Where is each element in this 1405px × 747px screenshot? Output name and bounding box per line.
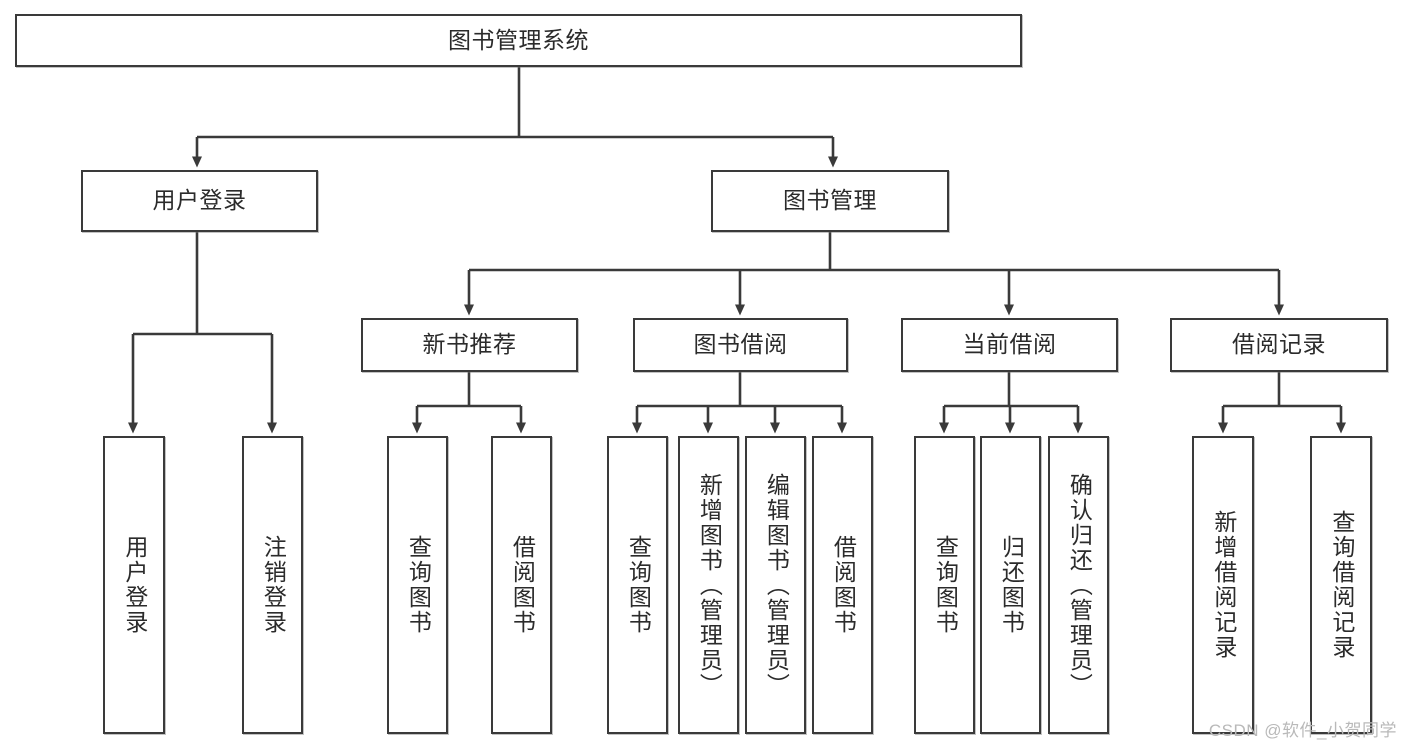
node-leaf-cur-confirm-return-label: 确认归还（管理员） [1066, 472, 1093, 698]
node-book-borrow-label: 图书借阅 [693, 331, 788, 358]
node-leaf-borrow-edit-book[interactable]: 编辑图书（管理员） [745, 436, 806, 734]
node-leaf-borrow-borrow-book[interactable]: 借阅图书 [812, 436, 873, 734]
node-leaf-cur-confirm-return[interactable]: 确认归还（管理员） [1048, 436, 1109, 734]
node-borrow-record[interactable]: 借阅记录 [1170, 318, 1388, 372]
node-leaf-borrow-borrow-book-label: 借阅图书 [830, 535, 857, 635]
node-leaf-user-logout-label: 注销登录 [260, 535, 287, 635]
node-leaf-rec-query-book[interactable]: 查询图书 [387, 436, 448, 734]
node-leaf-rec-add-record[interactable]: 新增借阅记录 [1192, 436, 1254, 734]
node-leaf-user-login[interactable]: 用户登录 [103, 436, 165, 734]
node-leaf-borrow-add-book-label: 新增图书（管理员） [696, 472, 723, 698]
node-new-book-rec-label: 新书推荐 [422, 331, 517, 358]
node-borrow-record-label: 借阅记录 [1232, 331, 1326, 358]
node-book-manage[interactable]: 图书管理 [711, 170, 949, 232]
node-root[interactable]: 图书管理系统 [15, 14, 1022, 67]
node-leaf-rec-query-record[interactable]: 查询借阅记录 [1310, 436, 1372, 734]
node-leaf-user-login-label: 用户登录 [121, 535, 148, 635]
node-root-label: 图书管理系统 [448, 26, 589, 53]
node-book-borrow[interactable]: 图书借阅 [633, 318, 848, 372]
node-leaf-borrow-query-book-label: 查询图书 [625, 535, 652, 635]
node-leaf-rec-query-record-label: 查询借阅记录 [1328, 510, 1355, 660]
node-leaf-cur-return-book-label: 归还图书 [998, 535, 1025, 635]
node-book-manage-label: 图书管理 [783, 187, 877, 214]
node-user-login[interactable]: 用户登录 [81, 170, 318, 232]
node-leaf-borrow-add-book[interactable]: 新增图书（管理员） [678, 436, 739, 734]
node-leaf-cur-query-book[interactable]: 查询图书 [914, 436, 975, 734]
node-leaf-user-logout[interactable]: 注销登录 [242, 436, 303, 734]
watermark-text: CSDN @软件_小贺同学 [1208, 721, 1397, 740]
node-current-borrow[interactable]: 当前借阅 [901, 318, 1118, 372]
node-current-borrow-label: 当前借阅 [962, 331, 1057, 358]
node-leaf-rec-borrow-book[interactable]: 借阅图书 [491, 436, 552, 734]
node-leaf-cur-return-book[interactable]: 归还图书 [980, 436, 1041, 734]
node-new-book-rec[interactable]: 新书推荐 [361, 318, 578, 372]
node-user-login-label: 用户登录 [152, 187, 247, 214]
node-leaf-rec-query-book-label: 查询图书 [405, 535, 432, 635]
node-leaf-borrow-edit-book-label: 编辑图书（管理员） [763, 472, 790, 698]
node-leaf-rec-add-record-label: 新增借阅记录 [1210, 510, 1237, 660]
node-leaf-borrow-query-book[interactable]: 查询图书 [607, 436, 668, 734]
node-leaf-cur-query-book-label: 查询图书 [932, 535, 959, 635]
node-leaf-rec-borrow-book-label: 借阅图书 [509, 535, 536, 635]
